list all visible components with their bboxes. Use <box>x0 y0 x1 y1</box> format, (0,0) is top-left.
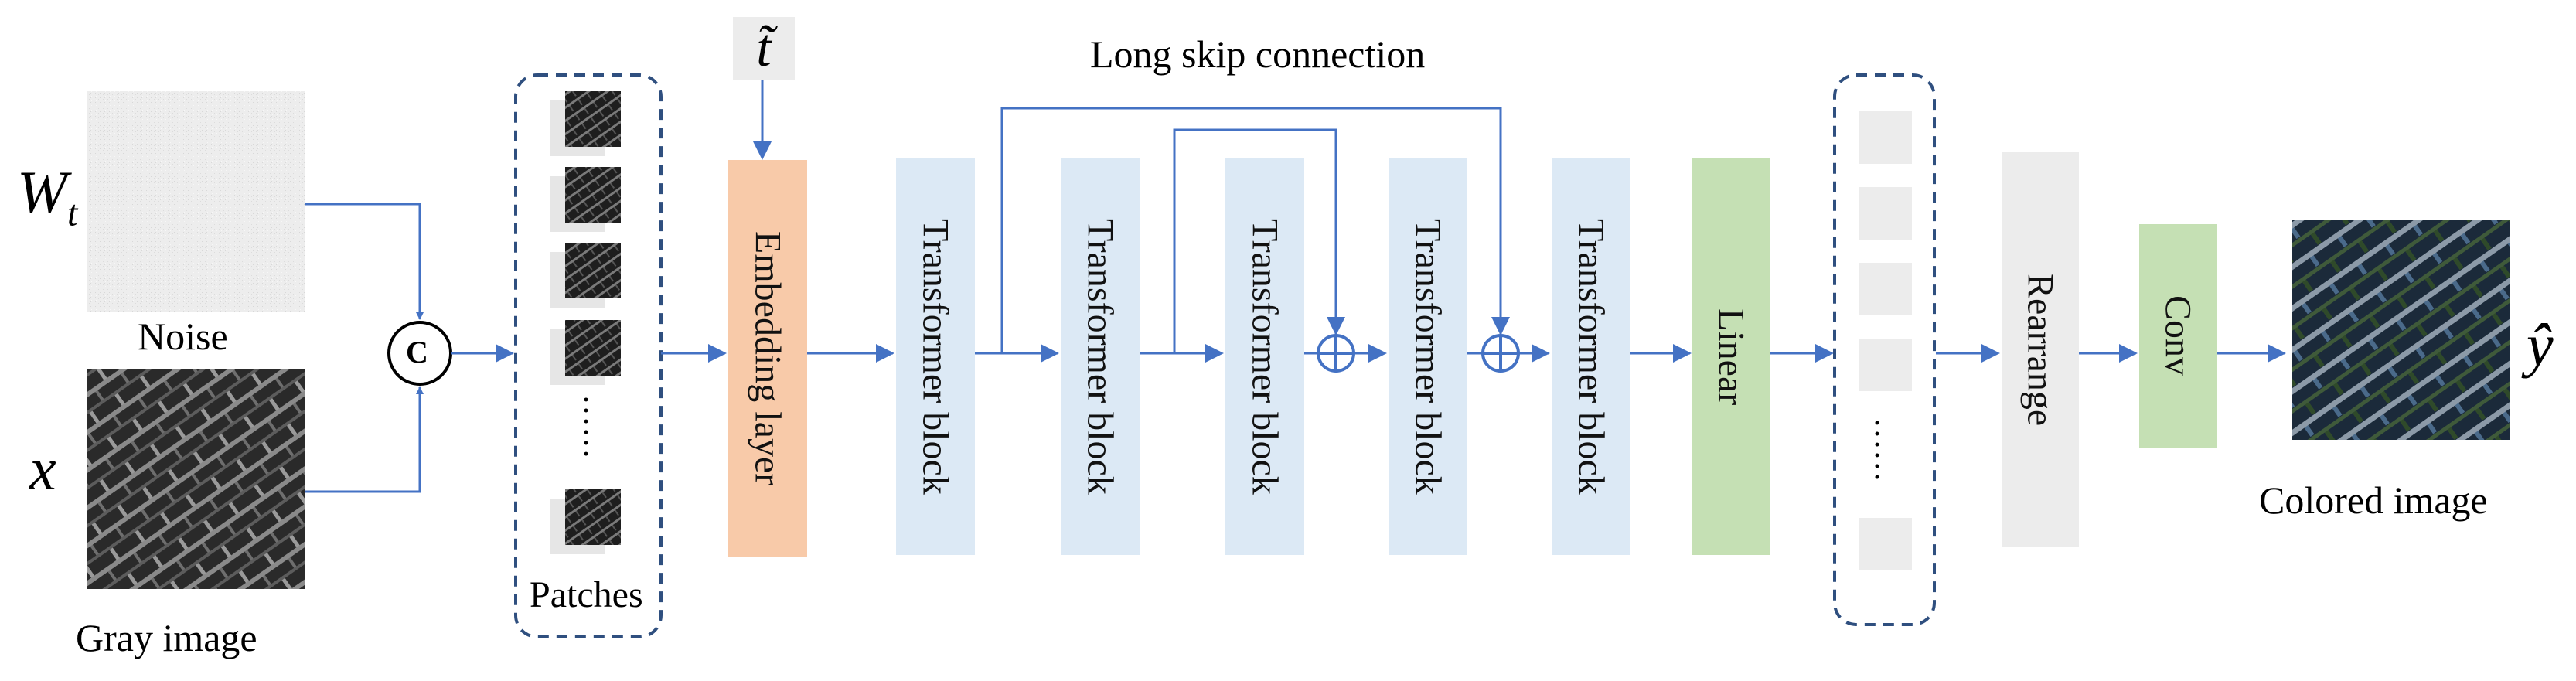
arrow-noise-to-concat <box>305 203 424 320</box>
add-node-1 <box>1317 334 1355 373</box>
transformer-block-label: Transformer block <box>1244 219 1286 495</box>
conv-block-label: Conv <box>2157 295 2199 376</box>
transformer-block-2: Transformer block <box>1061 158 1140 555</box>
token-4 <box>1859 339 1912 391</box>
add-node-2 <box>1481 334 1520 373</box>
patches-label: Patches <box>530 574 643 615</box>
transformer-block-label: Transformer block <box>1570 219 1612 495</box>
embedding-layer-label: Embedding layer <box>747 230 789 486</box>
noise-symbol-sub: t <box>66 192 78 234</box>
transformer-block-label: Transformer block <box>1407 219 1449 495</box>
token-1 <box>1859 111 1912 164</box>
embedding-layer: Embedding layer <box>728 160 807 557</box>
patch-4 <box>565 320 621 376</box>
transformer-block-3: Transformer block <box>1225 158 1304 555</box>
transformer-block-1: Transformer block <box>896 158 975 555</box>
patch-1 <box>565 91 621 147</box>
gray-label: Gray image <box>76 616 257 659</box>
token-2 <box>1859 187 1912 240</box>
tokens-ellipsis: …… <box>1868 417 1903 482</box>
colored-image <box>2292 220 2510 440</box>
concat-symbol: C <box>406 335 428 369</box>
transformer-block-label: Transformer block <box>1079 219 1121 495</box>
linear-block: Linear <box>1692 158 1770 555</box>
time-symbol: t̃ <box>756 19 772 78</box>
patch-2 <box>565 167 621 223</box>
conv-block: Conv <box>2139 224 2217 448</box>
skip-inner <box>1173 128 1345 353</box>
linear-block-label: Linear <box>1710 308 1752 406</box>
noise-label: Noise <box>138 315 228 358</box>
noise-symbol: Wt <box>17 162 77 233</box>
rearrange-block: Rearrange <box>2002 152 2079 547</box>
output-label: Colored image <box>2259 478 2488 522</box>
token-5 <box>1859 518 1912 570</box>
gray-symbol: x <box>29 435 56 502</box>
skip-connection-label: Long skip connection <box>1090 32 1426 76</box>
patch-3 <box>565 243 621 298</box>
transformer-block-label: Transformer block <box>915 219 956 495</box>
transformer-block-5: Transformer block <box>1552 158 1630 555</box>
skip-outer <box>1000 107 1510 353</box>
patches-box <box>514 73 663 638</box>
arrow-gray-to-concat <box>305 386 424 493</box>
tokens-box <box>1833 73 1936 626</box>
noise-image <box>87 91 305 312</box>
time-symbol-box: t̃ <box>733 17 795 80</box>
patch-5 <box>565 489 621 545</box>
gray-image <box>87 369 305 589</box>
patches-ellipsis: …… <box>577 394 612 459</box>
noise-symbol-main: W <box>17 158 67 226</box>
transformer-block-4: Transformer block <box>1389 158 1467 555</box>
rearrange-block-label: Rearrange <box>2019 273 2061 427</box>
patch-stack <box>550 91 621 554</box>
output-symbol: ŷ <box>2527 312 2554 379</box>
token-3 <box>1859 263 1912 315</box>
